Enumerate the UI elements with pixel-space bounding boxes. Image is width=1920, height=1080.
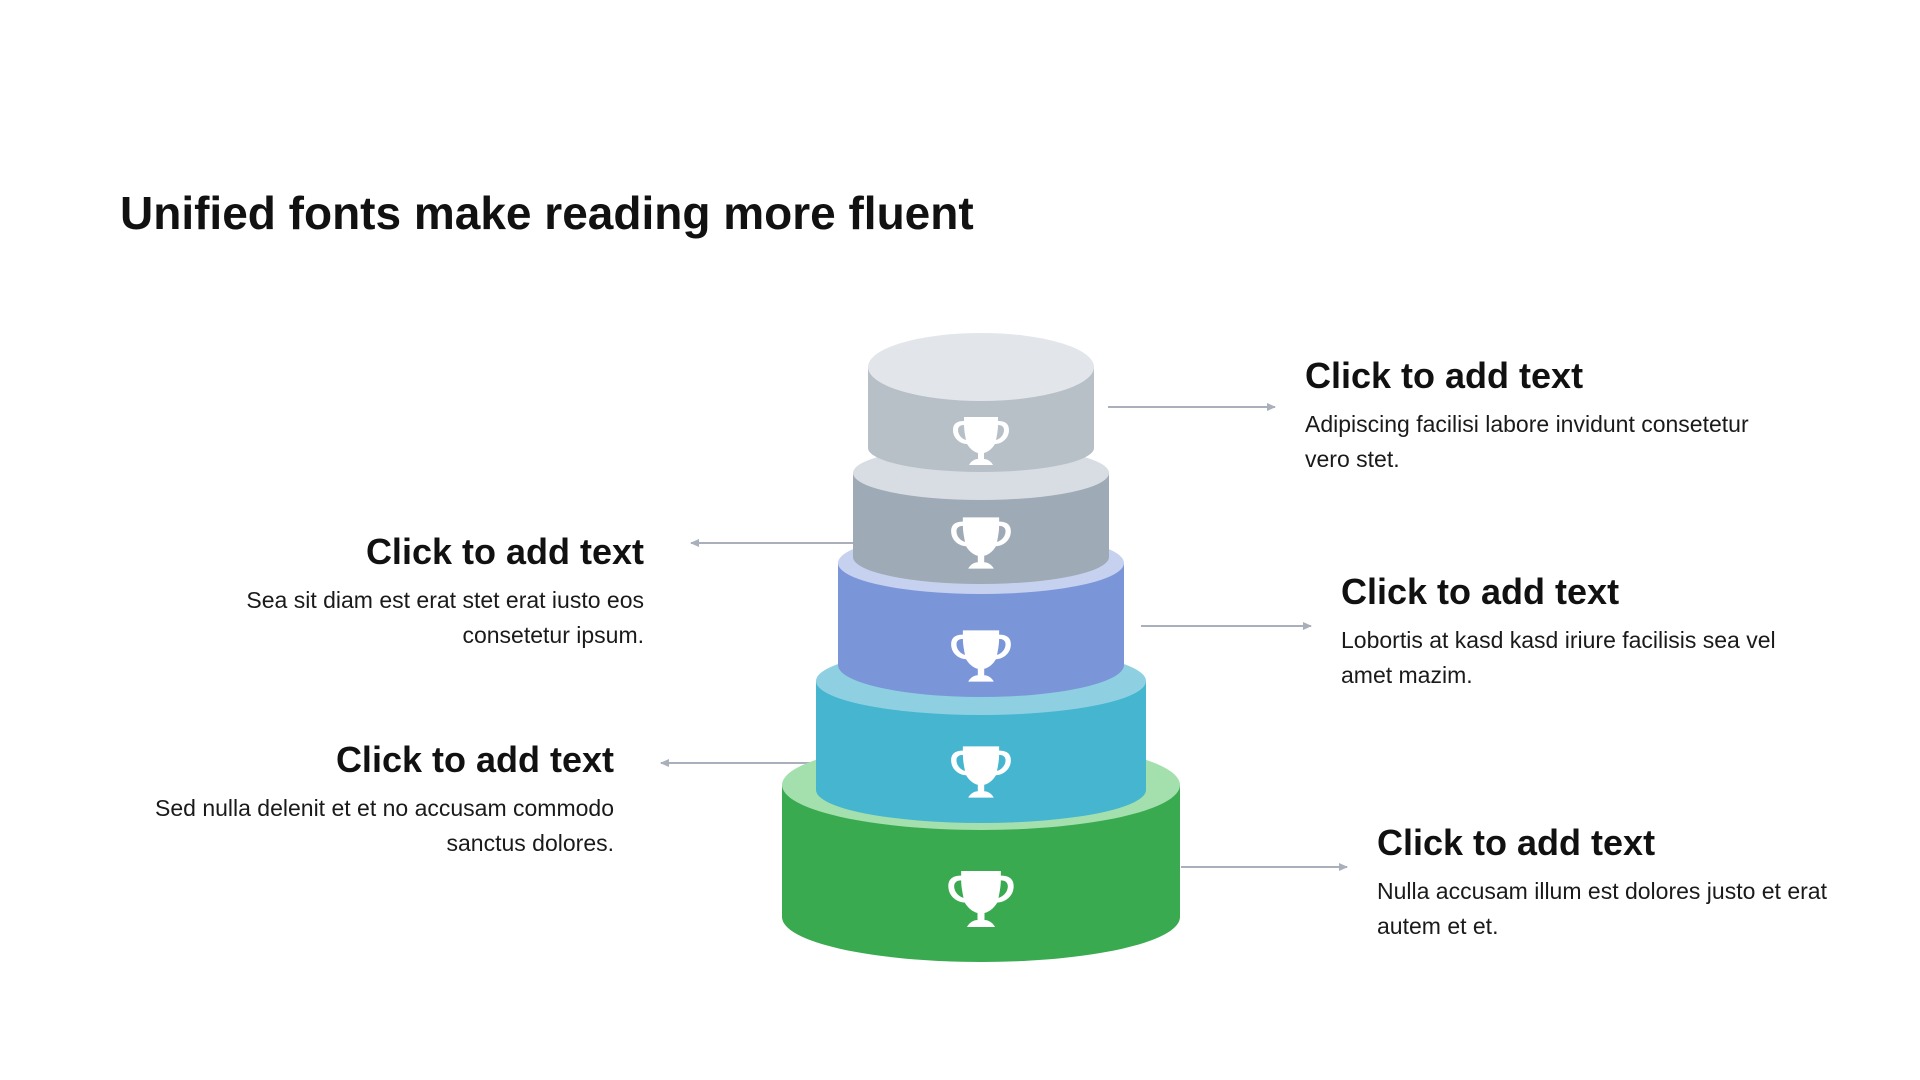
callout-5: Click to add text Nulla accusam illum es…: [1377, 821, 1837, 944]
callout-description[interactable]: Sea sit diam est erat stet erat iusto eo…: [246, 587, 644, 649]
callout-title[interactable]: Click to add text: [1305, 355, 1584, 396]
callout-title[interactable]: Click to add text: [1377, 822, 1656, 863]
callout-title[interactable]: Click to add text: [365, 531, 644, 572]
callout-1: Click to add text Adipiscing facilisi la…: [1305, 354, 1765, 477]
callout-description[interactable]: Nulla accusam illum est dolores justo et…: [1377, 878, 1827, 940]
callout-description[interactable]: Adipiscing facilisi labore invidunt cons…: [1305, 411, 1749, 473]
callout-4: Click to add text Sed nulla delenit et e…: [154, 738, 614, 861]
callout-2: Click to add text Sea sit diam est erat …: [184, 530, 644, 653]
callout-description[interactable]: Lobortis at kasd kasd iriure facilisis s…: [1341, 627, 1776, 689]
page-title: Unified fonts make reading more fluent: [120, 187, 974, 239]
callout-title[interactable]: Click to add text: [1341, 571, 1620, 612]
callout-3: Click to add text Lobortis at kasd kasd …: [1341, 570, 1801, 693]
callout-description[interactable]: Sed nulla delenit et et no accusam commo…: [155, 795, 614, 857]
callout-title[interactable]: Click to add text: [335, 739, 614, 780]
